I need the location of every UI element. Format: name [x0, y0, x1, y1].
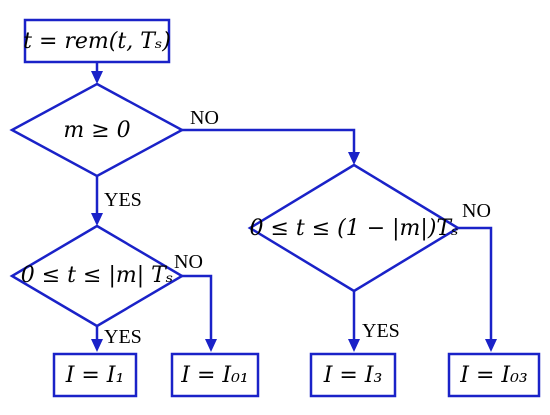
arrowhead-m-no	[348, 152, 360, 165]
label-m-yes: YES	[104, 189, 142, 211]
connector-right-no	[458, 226, 493, 340]
decision-right-text: 0 ≤ t ≤ (1 − |m|)Tₛ	[249, 216, 458, 241]
arrowhead-right-yes	[348, 339, 360, 352]
output-I3-text: I = I₃	[323, 363, 383, 388]
decision-left-text: 0 ≤ t ≤ |m| Tₛ	[21, 263, 173, 288]
decision-m-text: m ≥ 0	[63, 118, 130, 143]
label-right-no: NO	[462, 200, 491, 222]
output-I1-box	[52, 352, 138, 398]
output-I3-box	[309, 352, 397, 398]
output-I03-text: I = I₀₃	[459, 363, 527, 388]
output-I03-box	[447, 352, 541, 398]
label-left-yes: YES	[104, 326, 142, 348]
connector-m-no	[182, 128, 356, 153]
arrowhead-m-yes	[91, 213, 103, 226]
output-I01-box	[170, 352, 260, 398]
label-right-yes: YES	[362, 320, 400, 342]
arrowhead-start-to-m	[91, 71, 103, 84]
label-left-no: NO	[174, 251, 203, 273]
label-m-no: NO	[190, 107, 219, 129]
arrowhead-left-no	[205, 339, 217, 352]
output-I1-text: I = I₁	[65, 363, 125, 388]
arrowhead-right-no	[485, 339, 497, 352]
connector-left-no	[182, 274, 213, 340]
arrowhead-left-yes	[91, 339, 103, 352]
start-process-text: t = rem(t, Tₛ)	[23, 29, 171, 54]
output-I01-text: I = I₀₁	[180, 363, 248, 388]
